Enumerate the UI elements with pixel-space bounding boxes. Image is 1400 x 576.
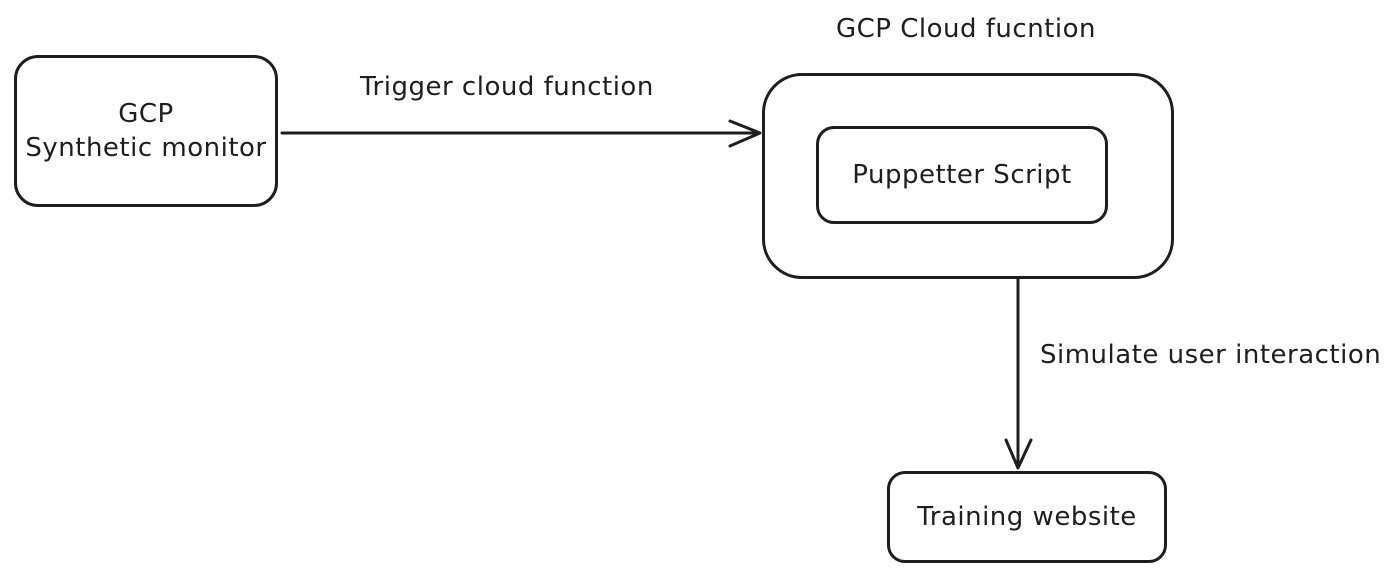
puppeteer-script-label: Puppetter Script [852,160,1072,190]
cloud-function-title: GCP Cloud fucntion [836,14,1096,44]
training-website-node[interactable]: Training website [887,471,1167,563]
simulate-edge-label: Simulate user interaction [1040,340,1382,370]
synthetic-monitor-line1: GCP [118,99,174,129]
training-website-label: Training website [917,502,1137,532]
synthetic-monitor-line2: Synthetic monitor [25,133,267,163]
simulate-arrow-head [1004,438,1033,470]
puppeteer-script-node[interactable]: Puppetter Script [816,126,1108,224]
trigger-arrow [280,119,762,148]
synthetic-monitor-node[interactable]: GCP Synthetic monitor [14,55,278,207]
trigger-edge-label: Trigger cloud function [360,72,654,102]
trigger-arrow-head [728,119,762,148]
